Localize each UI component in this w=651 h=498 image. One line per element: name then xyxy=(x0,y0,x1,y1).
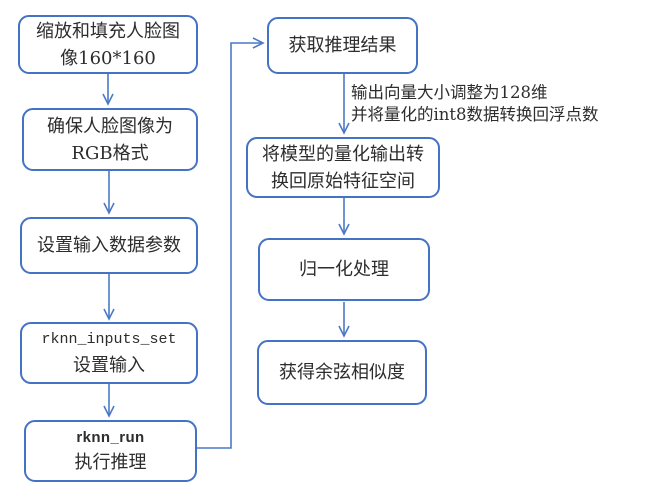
annotation-dequant-note: 输出向量大小调整为128维 并将量化的int8数据转换回浮点数 xyxy=(351,82,599,126)
node-label: 设置输入 xyxy=(73,354,145,376)
node-dequant-to-feature-space: 将模型的量化输出转 换回原始特征空间 xyxy=(246,137,440,198)
node-rknn-run: rknn_run 执行推理 xyxy=(24,420,197,482)
node-get-inference-result: 获取推理结果 xyxy=(267,17,418,74)
annotation-line: 并将量化的int8数据转换回浮点数 xyxy=(351,105,599,124)
node-set-input-params: 设置输入数据参数 xyxy=(20,217,198,274)
node-label: RGB格式 xyxy=(71,142,149,164)
node-label: 归一化处理 xyxy=(299,259,389,280)
node-label: 执行推理 xyxy=(74,452,147,473)
node-label: 换回原始特征空间 xyxy=(271,170,415,192)
node-cosine-similarity: 获得余弦相似度 xyxy=(257,340,427,405)
node-scale-pad-face: 缩放和填充人脸图 像160*160 xyxy=(18,15,198,74)
node-label: 像160*160 xyxy=(60,47,156,69)
node-label: 将模型的量化输出转 xyxy=(262,143,424,165)
node-code-label: rknn_run xyxy=(76,429,145,446)
node-label: 设置输入数据参数 xyxy=(37,235,181,256)
node-rknn-inputs-set: rknn_inputs_set 设置输入 xyxy=(20,322,198,384)
node-label: 获取推理结果 xyxy=(288,35,397,56)
connector-run-to-getresult xyxy=(197,37,265,449)
node-code-label: rknn_inputs_set xyxy=(41,330,177,348)
node-label: 获得余弦相似度 xyxy=(279,362,405,383)
node-normalize: 归一化处理 xyxy=(258,238,430,301)
annotation-line: 输出向量大小调整为128维 xyxy=(351,83,548,102)
node-label: 缩放和填充人脸图 xyxy=(36,20,180,42)
node-ensure-rgb: 确保人脸图像为 RGB格式 xyxy=(22,108,198,171)
node-label: 确保人脸图像为 xyxy=(47,115,173,137)
